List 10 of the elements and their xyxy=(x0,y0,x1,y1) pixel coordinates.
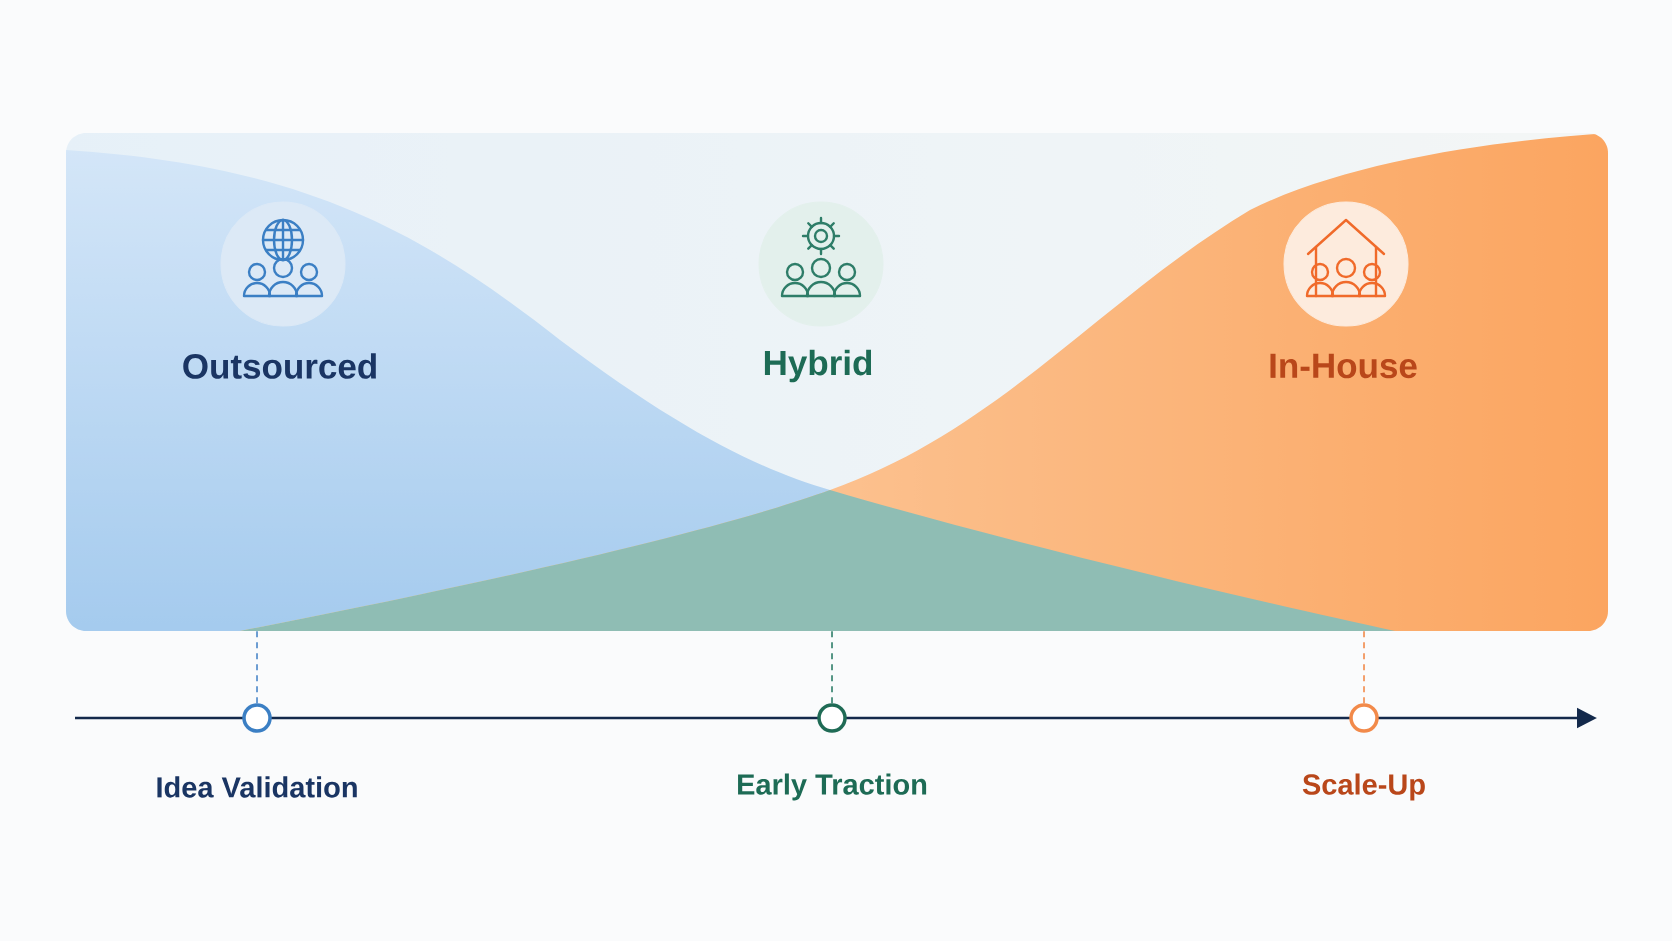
stage-title: Outsourced xyxy=(183,353,376,379)
milestone-label: Idea Validation xyxy=(157,776,357,798)
leader-line xyxy=(831,630,833,705)
leader-line xyxy=(1363,630,1365,705)
stage-title: Hybrid xyxy=(764,349,872,383)
milestone-label: Early Traction xyxy=(738,773,927,801)
area-chart-drawing xyxy=(240,490,1395,631)
stage-title: In-House xyxy=(1270,353,1417,379)
milestone-label: Scale-Up xyxy=(1302,773,1425,801)
leader-line xyxy=(256,630,258,705)
